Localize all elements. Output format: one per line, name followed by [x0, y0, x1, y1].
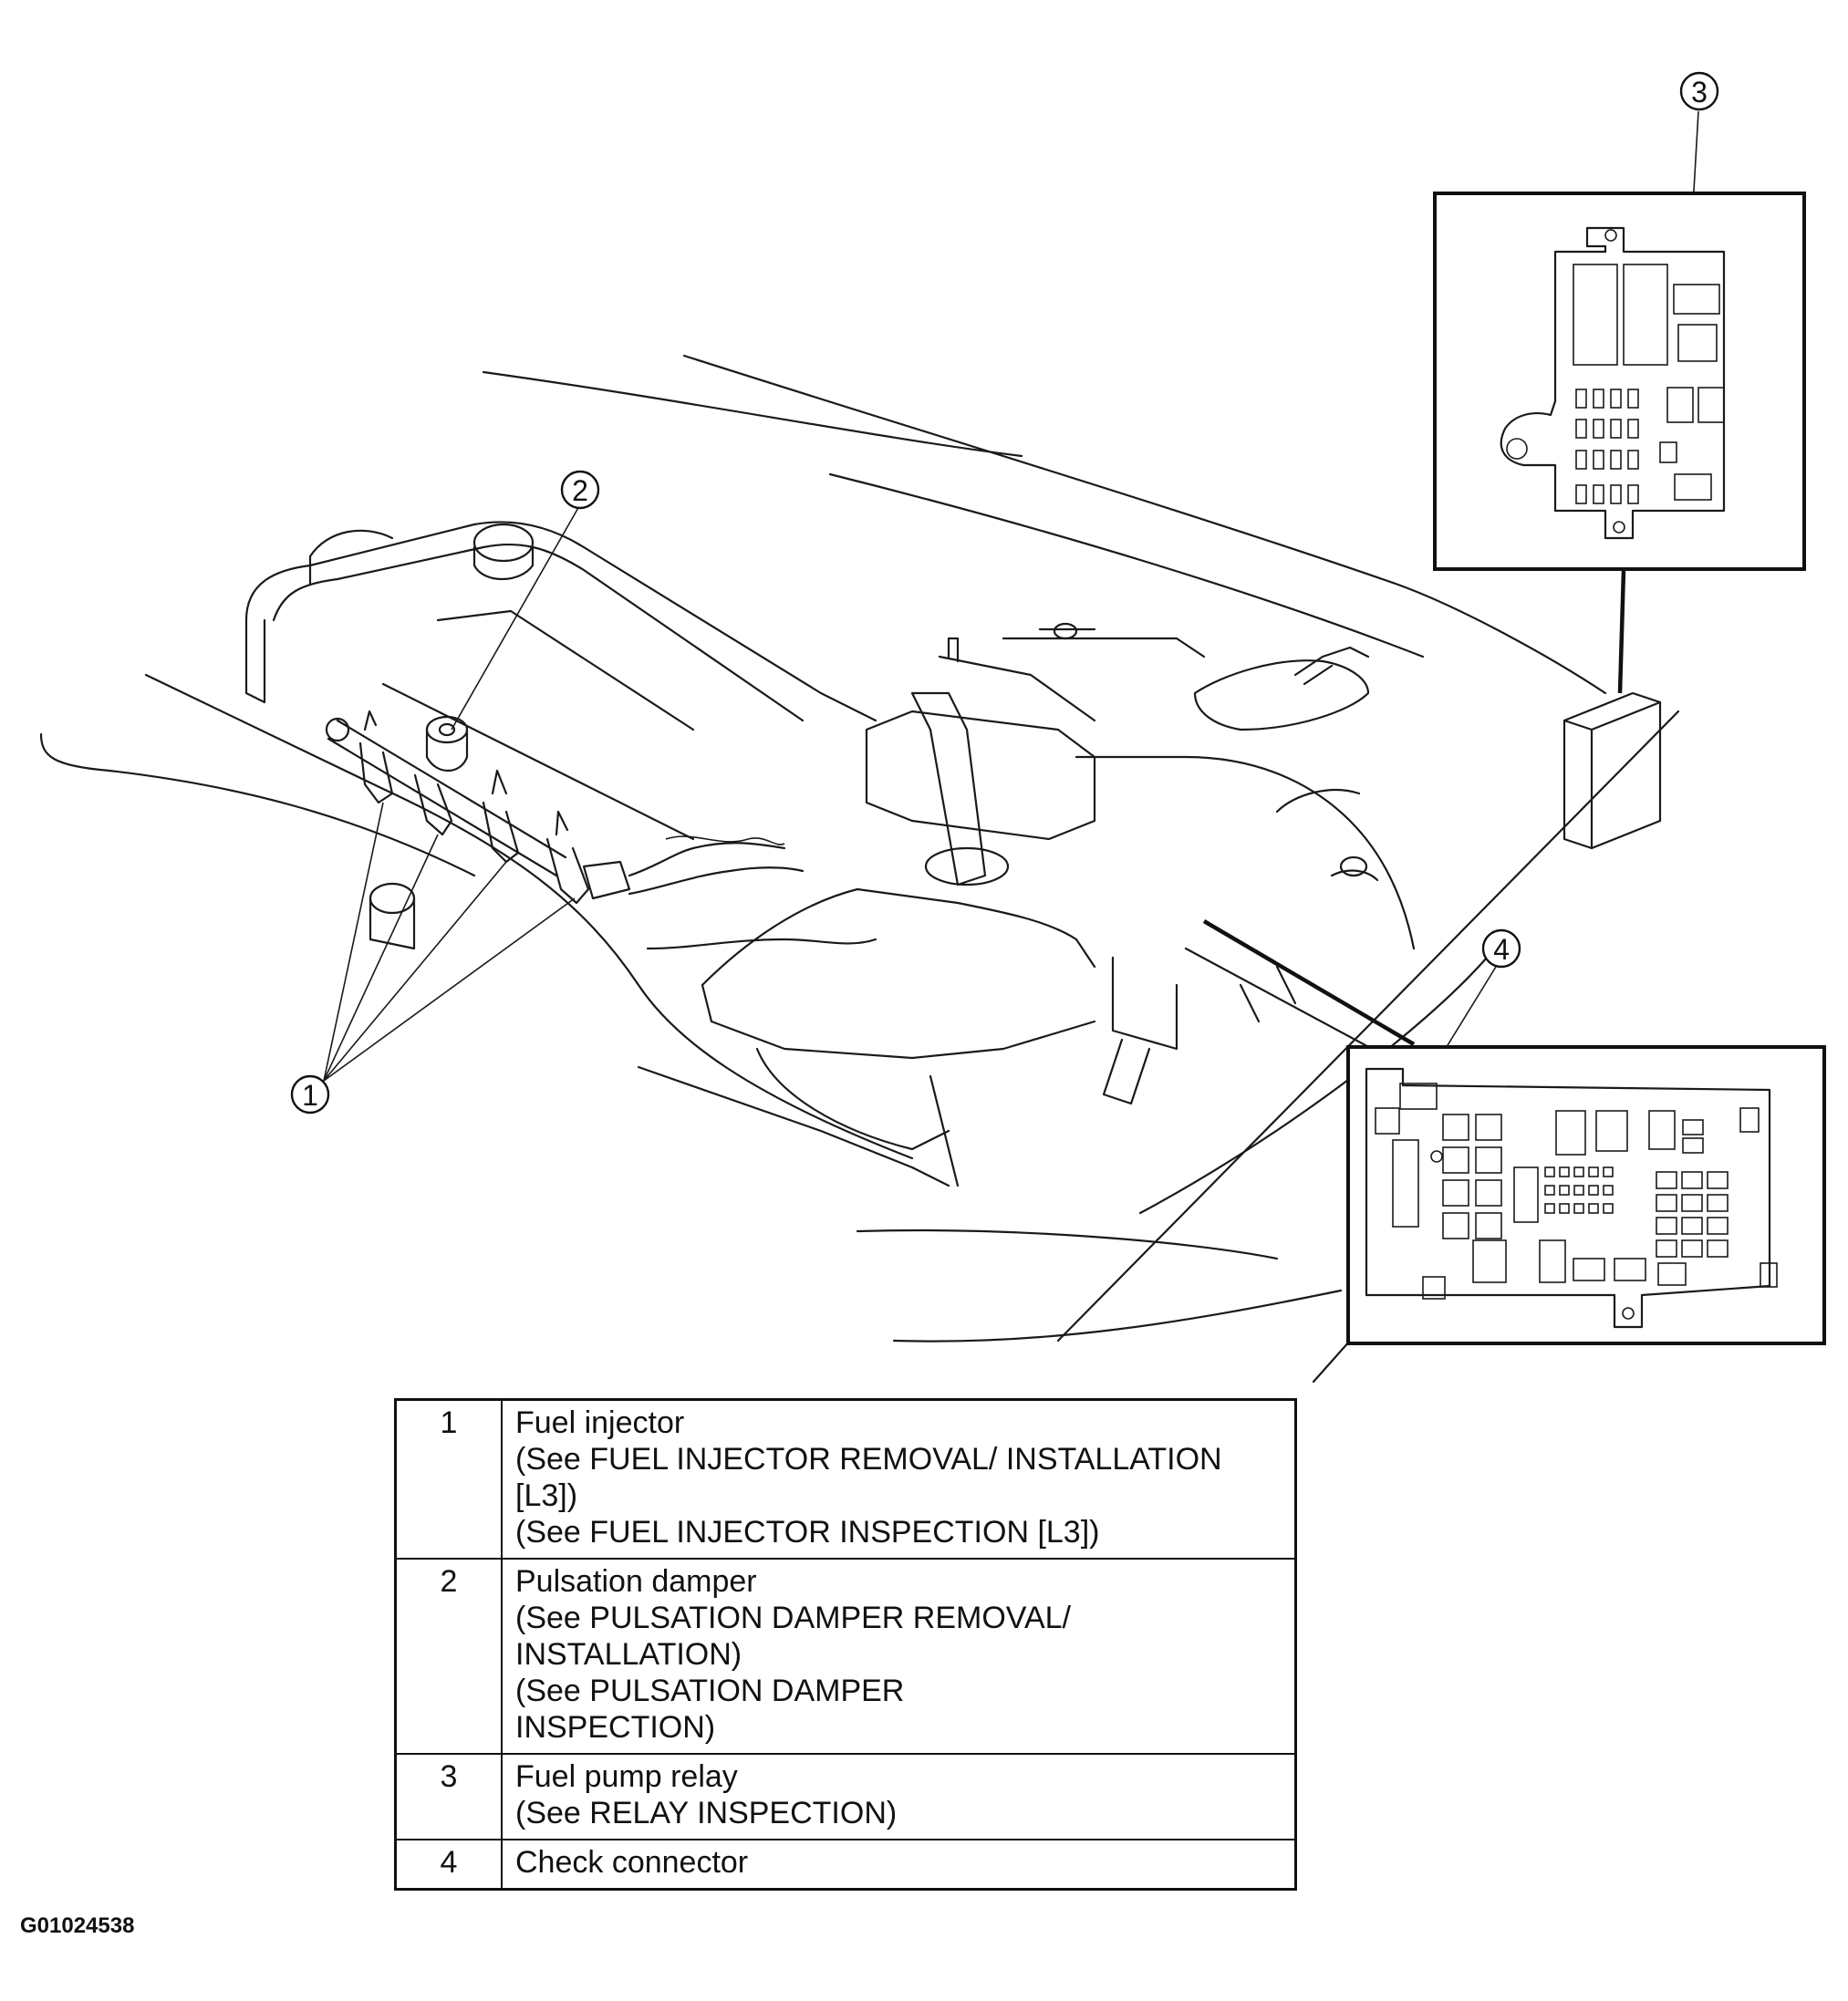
engine-bay-illustration: 1 2 3 4 [39, 71, 1826, 1384]
legend-line: Pulsation damper [515, 1564, 757, 1599]
injector-1 [358, 710, 394, 804]
legend-row: 2 Pulsation damper (See PULSATION DAMPER… [394, 1558, 1297, 1755]
air-cleaner [637, 887, 1178, 1187]
legend-line: Check connector [515, 1845, 749, 1880]
battery [865, 622, 1206, 886]
svg-text:1: 1 [302, 1079, 318, 1112]
svg-text:2: 2 [572, 474, 588, 507]
legend-line: INSTALLATION) [515, 1637, 742, 1672]
svg-text:3: 3 [1691, 76, 1708, 109]
legend-number: 3 [394, 1753, 503, 1840]
legend-line: Fuel injector [515, 1405, 685, 1440]
small-fuse-grid [1656, 1171, 1729, 1258]
legend-line: INSPECTION) [515, 1710, 716, 1745]
legend-description: Pulsation damper (See PULSATION DAMPER R… [501, 1558, 1297, 1755]
injector-2 [413, 773, 453, 836]
callout-2: 2 [560, 470, 600, 510]
right-components [1075, 646, 1425, 1078]
legend-number: 4 [394, 1839, 503, 1891]
detail-box-main-fuse-block [1346, 1045, 1826, 1345]
leader-line-3 [1617, 569, 1626, 694]
callout-1: 1 [290, 1074, 330, 1115]
injector-4 [545, 810, 590, 905]
legend-number: 1 [394, 1398, 503, 1560]
legend-row: 4 Check connector [394, 1839, 1297, 1891]
legend-line: (See RELAY INSPECTION) [515, 1796, 898, 1830]
legend-number: 2 [394, 1558, 503, 1755]
body-outline [39, 354, 1680, 1384]
callout-leaders [323, 110, 1699, 1086]
fuel-rail [325, 710, 877, 950]
legend-line: (See FUEL INJECTOR INSPECTION [L3]) [515, 1515, 1100, 1550]
legend-line: (See FUEL INJECTOR REMOVAL/ INSTALLATION [515, 1442, 1222, 1477]
engine-head [244, 521, 877, 950]
figure-id: G01024538 [20, 1913, 135, 1938]
legend-line: (See PULSATION DAMPER [515, 1674, 905, 1708]
legend-description: Check connector [501, 1839, 1297, 1891]
legend-line: Fuel pump relay [515, 1759, 738, 1794]
fuse-block-on-fender [1562, 691, 1662, 850]
parts-legend-table: 1 Fuel injector (See FUEL INJECTOR REMOV… [394, 1398, 1297, 1891]
legend-line: (See PULSATION DAMPER REMOVAL/ [515, 1601, 1071, 1635]
legend-description: Fuel pump relay (See RELAY INSPECTION) [501, 1753, 1297, 1840]
detail-box-relay-block [1433, 192, 1806, 571]
callout-4: 4 [1481, 928, 1521, 969]
mini-fuse-cluster [1544, 1166, 1614, 1214]
legend-row: 1 Fuel injector (See FUEL INJECTOR REMOV… [394, 1398, 1297, 1560]
legend-line: [L3]) [515, 1478, 578, 1513]
fuse-grid [1575, 389, 1639, 504]
injector-3 [482, 769, 520, 864]
callout-3: 3 [1679, 71, 1719, 111]
legend-description: Fuel injector (See FUEL INJECTOR REMOVAL… [501, 1398, 1297, 1560]
svg-text:4: 4 [1493, 933, 1510, 966]
legend-row: 3 Fuel pump relay (See RELAY INSPECTION) [394, 1753, 1297, 1840]
leader-line-4 [1202, 919, 1416, 1046]
